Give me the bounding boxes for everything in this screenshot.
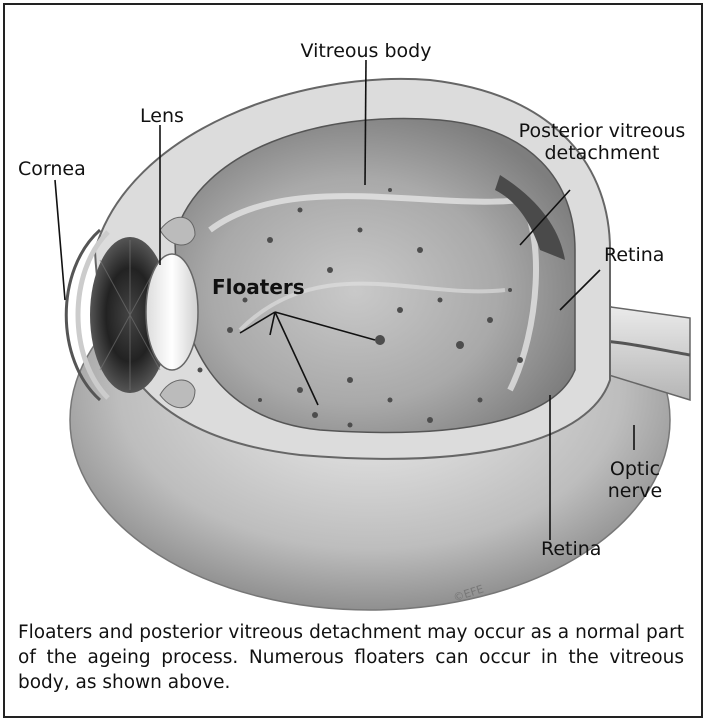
label-posterior-vitreous-detachment: Posterior vitreous detachment xyxy=(497,120,707,164)
label-retina-top: Retina xyxy=(604,244,664,266)
label-floaters: Floaters xyxy=(212,276,305,298)
label-cornea: Cornea xyxy=(18,158,86,180)
label-retina-bottom: Retina xyxy=(541,538,601,560)
lens-shape xyxy=(146,254,198,370)
label-vitreous-body: Vitreous body xyxy=(280,40,452,62)
label-lens: Lens xyxy=(140,105,184,127)
label-optic-nerve: Optic nerve xyxy=(600,458,670,502)
figure-caption: Floaters and posterior vitreous detachme… xyxy=(18,620,684,695)
